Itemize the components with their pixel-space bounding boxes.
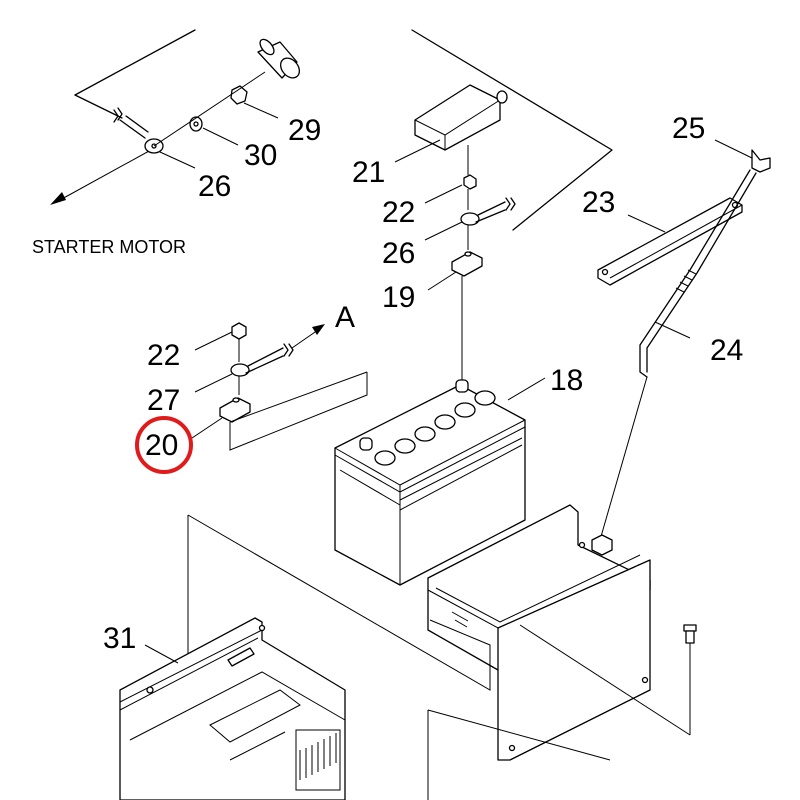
starter-cable-group [50, 29, 301, 205]
nut-22-top [463, 174, 477, 190]
direction-label-a: A [335, 301, 355, 334]
hold-down-bracket [597, 197, 743, 286]
callout-20-highlight-ring [135, 416, 193, 474]
side-panel [119, 617, 346, 800]
starter-motor-label: STARTER MOTOR [32, 237, 186, 257]
callout-22-left: 22 [147, 339, 180, 372]
callout-25: 25 [672, 112, 705, 145]
callout-26-top: 26 [382, 237, 415, 270]
callout-24: 24 [710, 334, 743, 367]
callout-19: 19 [382, 281, 415, 314]
callout-29: 29 [288, 114, 321, 147]
callout-22-top: 22 [382, 196, 415, 229]
callout-27: 27 [147, 384, 180, 417]
hold-down-rod [599, 149, 771, 541]
callout-20: 20 [145, 429, 178, 462]
battery [334, 379, 526, 586]
battery-cable-a-group [219, 322, 368, 451]
callout-21: 21 [352, 156, 385, 189]
callout-30: 30 [244, 139, 277, 172]
callout-26-left: 26 [198, 170, 231, 203]
callout-31: 31 [103, 622, 136, 655]
callout-18: 18 [550, 364, 583, 397]
starter-terminal-cap [257, 38, 301, 79]
callout-23: 23 [582, 186, 615, 219]
nut-22-left [231, 322, 247, 340]
battery-cells [374, 390, 496, 466]
bolt [683, 624, 697, 735]
relay-group [411, 29, 613, 380]
nut-29 [230, 85, 248, 105]
